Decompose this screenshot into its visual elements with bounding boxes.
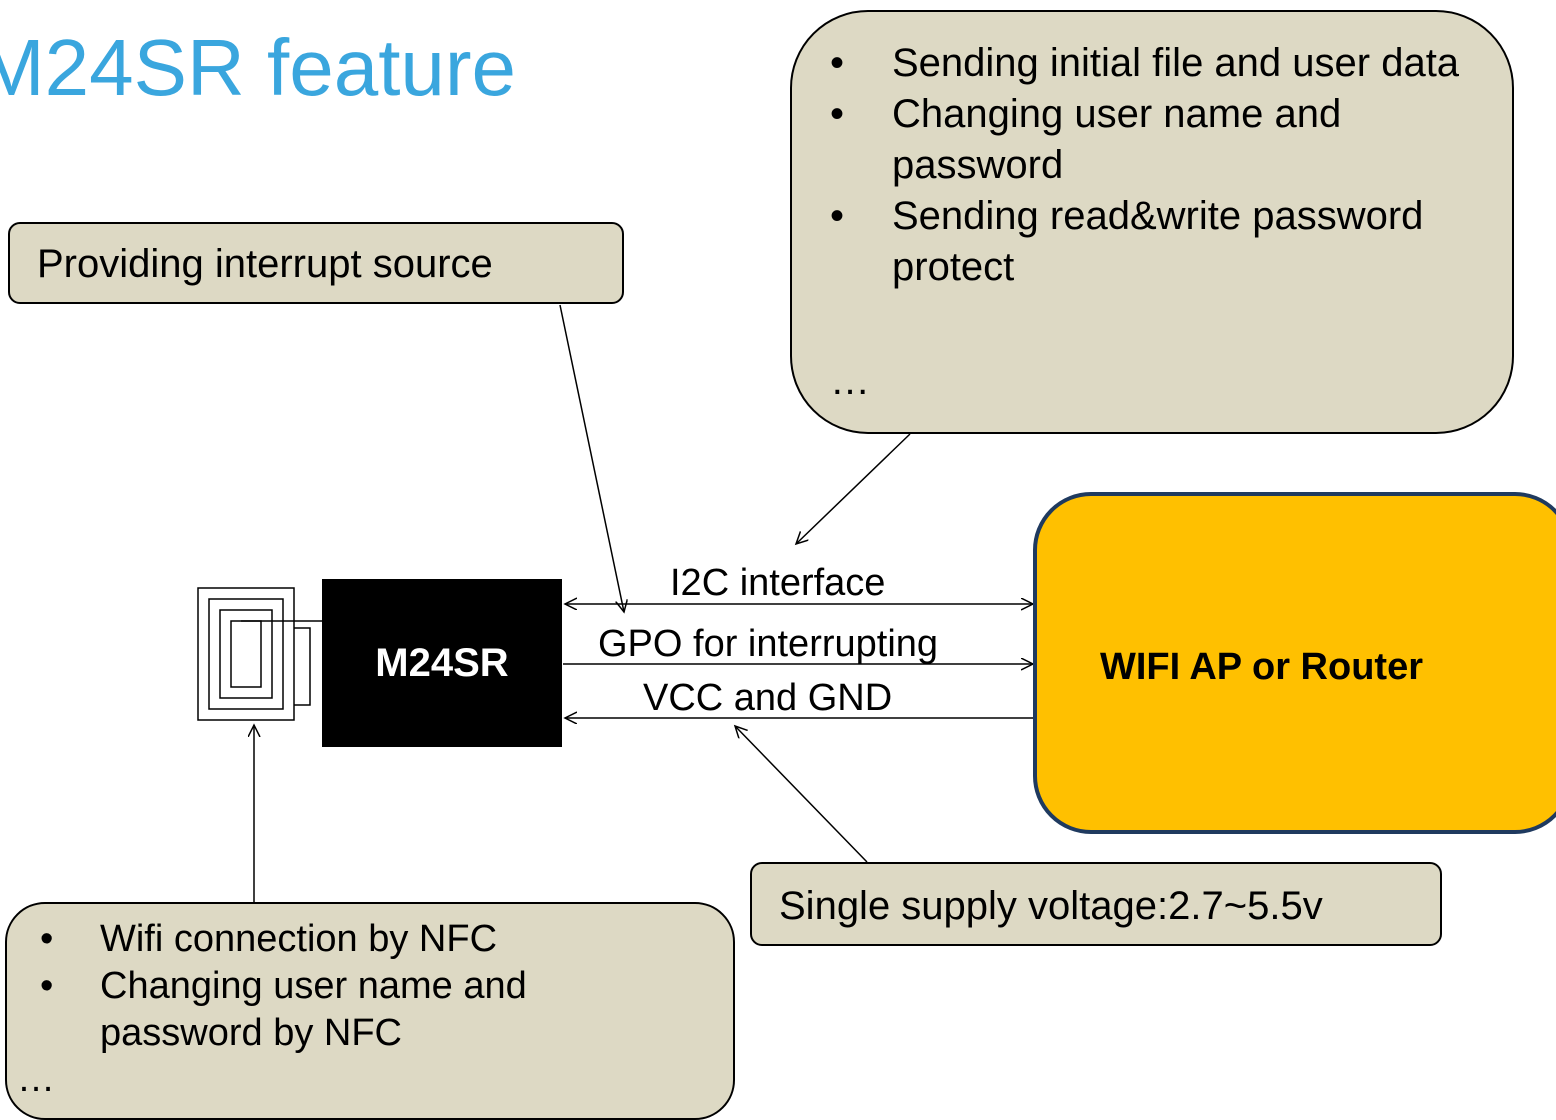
supply-voltage-label: Single supply voltage:2.7~5.5v [750, 862, 1442, 946]
vcc-label: VCC and GND [643, 677, 893, 719]
page-title: M24SR feature [0, 23, 517, 112]
nfc-features-callout: •Wifi connection by NFC •Changing user n… [5, 902, 735, 1120]
bullet-icon: • [830, 41, 845, 85]
interrupt-source-label: Providing interrupt source [8, 222, 624, 304]
bullet-icon: • [830, 194, 845, 238]
host-features-callout: •Sending initial file and user data •Cha… [790, 10, 1514, 434]
bullet-icon: • [40, 965, 54, 1007]
supply-pointer [735, 726, 868, 863]
host-feature-item: •Changing user name and password [792, 89, 1512, 191]
i2c-label: I2C interface [670, 562, 886, 604]
nfc-feature-item: •Wifi connection by NFC [7, 916, 733, 963]
interrupt-pointer [559, 304, 624, 612]
m24sr-chip: M24SR [322, 579, 562, 747]
host-pointer [796, 433, 911, 544]
wifi-router-box: WIFI AP or Router [1033, 492, 1556, 834]
callout-ellipsis: … [830, 359, 870, 403]
gpo-label: GPO for interrupting [598, 623, 939, 665]
callout-ellipsis: … [17, 1058, 55, 1100]
nfc-feature-item: •Changing user name and password by NFC [40, 965, 527, 1054]
bullet-icon: • [40, 918, 54, 960]
bullet-icon: • [830, 92, 845, 136]
router-label: WIFI AP or Router [1100, 646, 1423, 688]
host-feature-item: •Sending initial file and user data [792, 38, 1512, 89]
host-feature-item: •Sending read&write password protect [792, 191, 1512, 293]
nfc-antenna-icon [197, 587, 322, 721]
